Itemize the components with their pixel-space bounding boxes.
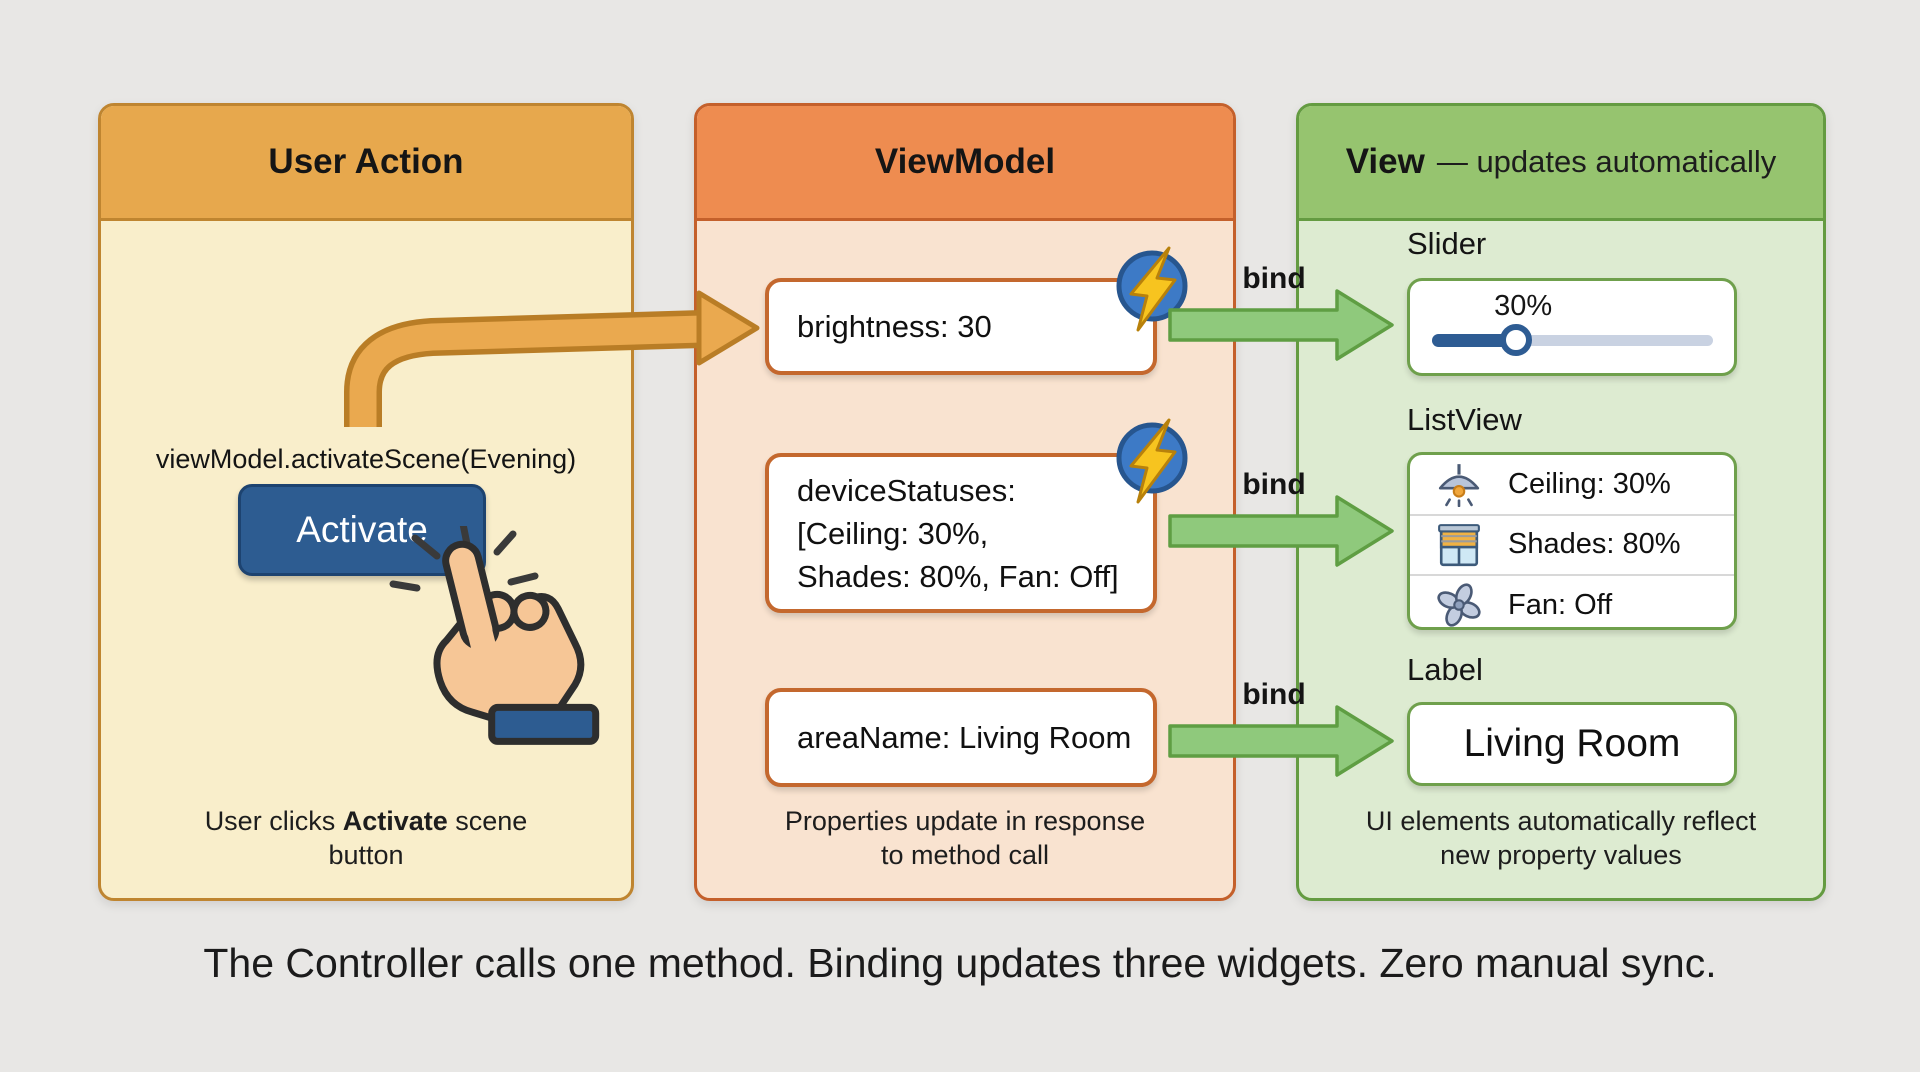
slider-value: 30% bbox=[1494, 290, 1553, 322]
listview-section-label: ListView bbox=[1407, 402, 1522, 437]
activate-button-label: Activate bbox=[296, 509, 428, 550]
slider-section-label: Slider bbox=[1407, 226, 1487, 261]
lightning-icon bbox=[1116, 246, 1188, 332]
slider-track[interactable] bbox=[1432, 324, 1713, 356]
listview-row-fan[interactable]: Fan: Off bbox=[1410, 574, 1734, 635]
slider-thumb[interactable] bbox=[1500, 324, 1533, 356]
user-action-panel: User Action viewModel.activateScene(Even… bbox=[98, 103, 634, 901]
bind-label: bind bbox=[1242, 262, 1306, 295]
listview-row-text: Fan: Off bbox=[1508, 588, 1613, 621]
click-spark-icon bbox=[389, 520, 539, 592]
listview-row-ceiling[interactable]: Ceiling: 30% bbox=[1410, 455, 1734, 514]
activate-button[interactable]: Activate bbox=[238, 484, 486, 576]
user-action-caption: User clicks Activate scene button bbox=[204, 806, 528, 870]
label-widget: Living Room bbox=[1407, 702, 1737, 786]
listview-row-text: Ceiling: 30% bbox=[1508, 467, 1671, 500]
listview-widget: Ceiling: 30% Shades: 80% bbox=[1407, 452, 1737, 630]
viewmodel-header: ViewModel bbox=[697, 106, 1233, 221]
view-subtitle: — updates automatically bbox=[1436, 144, 1777, 179]
user-action-title: User Action bbox=[268, 142, 464, 181]
viewmodel-panel: ViewModel brightness: 30 deviceStatuses:… bbox=[694, 103, 1236, 901]
slider-fill bbox=[1432, 334, 1517, 347]
bind-label: bind bbox=[1242, 678, 1306, 711]
listview-row-shades[interactable]: Shades: 80% bbox=[1410, 513, 1734, 575]
method-call-text: viewModel.activateScene(Evening) bbox=[155, 444, 577, 474]
property-box-brightness: brightness: 30 bbox=[765, 278, 1157, 375]
label-section-label: Label bbox=[1407, 652, 1483, 687]
view-title: View bbox=[1345, 142, 1425, 181]
viewmodel-caption: Properties update in response to method … bbox=[784, 806, 1146, 870]
label-widget-text: Living Room bbox=[1463, 722, 1681, 765]
window-shades-icon bbox=[1438, 523, 1480, 566]
view-caption: UI elements automatically reflect new pr… bbox=[1365, 806, 1757, 870]
view-panel: View — updates automatically Slider 30% … bbox=[1296, 103, 1826, 901]
slider-widget[interactable]: 30% bbox=[1407, 278, 1737, 376]
lightning-icon bbox=[1116, 418, 1188, 504]
property-box-areaname: areaName: Living Room bbox=[765, 688, 1157, 787]
viewmodel-title: ViewModel bbox=[874, 142, 1056, 181]
property-box-devicestatuses: deviceStatuses: [Ceiling: 30%, Shades: 8… bbox=[765, 453, 1157, 613]
footer-caption: The Controller calls one method. Binding… bbox=[203, 940, 1717, 986]
bind-label: bind bbox=[1242, 468, 1306, 501]
user-action-header: User Action bbox=[101, 106, 631, 221]
view-header: View — updates automatically bbox=[1299, 106, 1823, 221]
listview-row-text: Shades: 80% bbox=[1508, 528, 1681, 561]
ceiling-light-icon bbox=[1438, 464, 1480, 508]
hand-cursor-icon bbox=[359, 520, 619, 786]
fan-icon bbox=[1437, 583, 1481, 627]
